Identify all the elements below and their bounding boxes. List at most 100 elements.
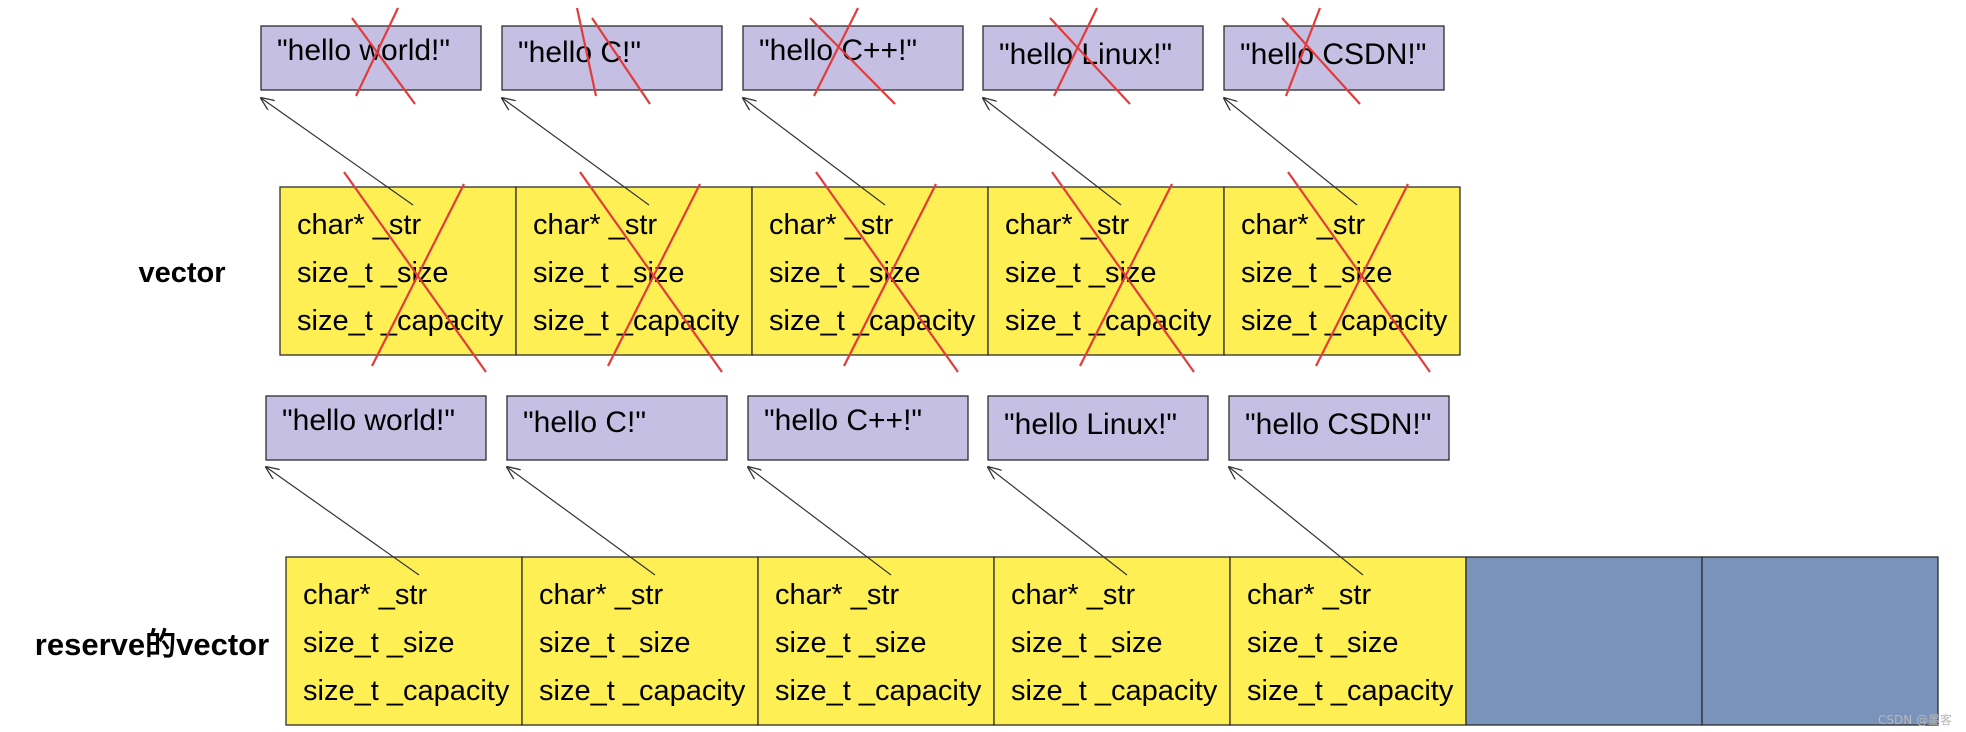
cross-stroke (591, 17, 651, 105)
cross-stroke (809, 17, 896, 105)
reserve-vector-label: reserve的vector (35, 627, 269, 662)
string-cross-out (1281, 7, 1361, 105)
cross-stroke (371, 183, 465, 367)
element-cell-rect (521, 556, 759, 726)
member-field: char* _str (533, 209, 657, 241)
top-string-box: "hello CSDN!" (1223, 25, 1445, 91)
cross-stroke (1053, 7, 1098, 97)
string-box-rect (987, 395, 1209, 461)
string-box-rect (260, 25, 482, 91)
element-cross-out (1051, 171, 1195, 373)
cross-stroke (579, 171, 723, 373)
string-literal: "hello world!" (277, 34, 450, 67)
string-literal: "hello C++!" (764, 404, 922, 437)
cross-stroke (343, 171, 487, 373)
string-literal: "hello C!" (523, 406, 646, 439)
pointer-arrow (261, 98, 414, 206)
string-box-rect (1228, 395, 1450, 461)
member-field: char* _str (539, 579, 663, 611)
member-field: size_t _capacity (775, 675, 982, 707)
string-literal: "hello Linux!" (999, 38, 1172, 71)
pointer-arrow (1224, 98, 1358, 206)
cross-stroke (1049, 17, 1131, 105)
member-field: size_t _capacity (303, 675, 510, 707)
cross-stroke (843, 183, 937, 367)
element-cell-rect (751, 186, 989, 356)
member-field: char* _str (775, 579, 899, 611)
string-cross-out (1049, 7, 1131, 105)
member-field: size_t _size (1011, 627, 1163, 659)
cross-stroke (1287, 171, 1431, 373)
reserve-element-cell: char* _str size_t _size size_t _capacity (993, 556, 1231, 726)
string-literal: "hello C++!" (759, 34, 917, 67)
string-box-rect (1223, 25, 1445, 91)
member-field: char* _str (769, 209, 893, 241)
bottom-string-box: "hello C++!" (747, 395, 969, 461)
string-box-rect (265, 395, 487, 461)
reserved-empty-slot (1465, 556, 1703, 726)
pointer-arrow (266, 467, 420, 576)
cross-stroke (575, 7, 598, 97)
element-cell-rect (1223, 186, 1461, 356)
member-field: char* _str (1011, 579, 1135, 611)
watermark: CSDN @墨客 (1877, 713, 1952, 727)
top-string-box: "hello C++!" (742, 25, 964, 91)
element-cell-rect (993, 556, 1231, 726)
bottom-string-box: "hello C!" (506, 395, 728, 461)
cross-stroke (355, 7, 399, 97)
string-box-rect (747, 395, 969, 461)
top-string-box: "hello Linux!" (982, 25, 1204, 91)
bottom-string-box: "hello world!" (265, 395, 487, 461)
string-literal: "hello Linux!" (1004, 408, 1177, 441)
element-cross-out (1287, 171, 1431, 373)
element-cell-rect (757, 556, 995, 726)
member-field: size_t _capacity (1247, 675, 1454, 707)
member-field: size_t _size (1247, 627, 1399, 659)
cross-stroke (351, 17, 416, 105)
element-cell-rect (1229, 556, 1467, 726)
top-string-box: "hello C!" (501, 25, 723, 91)
pointer-arrow (507, 467, 656, 576)
top-string-box: "hello world!" (260, 25, 482, 91)
cross-stroke (1079, 183, 1173, 367)
cross-out-marks (343, 7, 1431, 373)
member-field: size_t _size (303, 627, 455, 659)
element-cross-out (343, 171, 487, 373)
pointer-arrow (748, 467, 892, 576)
member-field: size_t _size (539, 627, 691, 659)
string-literal: "hello CSDN!" (1240, 38, 1426, 71)
pointer-arrow (1229, 467, 1364, 576)
string-box-rect (982, 25, 1204, 91)
element-cross-out (579, 171, 723, 373)
pointer-arrow (988, 467, 1128, 576)
element-cross-out (815, 171, 959, 373)
pointer-arrow (502, 98, 650, 206)
reserve-element-cell: char* _str size_t _size size_t _capacity (521, 556, 759, 726)
cross-stroke (1315, 183, 1409, 367)
member-field: size_t _capacity (1011, 675, 1218, 707)
cross-stroke (1281, 17, 1361, 105)
string-literal: "hello world!" (282, 404, 455, 437)
string-box-rect (506, 395, 728, 461)
element-cell-rect (279, 186, 517, 356)
cross-stroke (1284, 7, 1322, 97)
bottom-string-box: "hello Linux!" (987, 395, 1209, 461)
top-string-boxes: "hello world!" "hello C!" "hello C++!" "hel… (260, 25, 1445, 91)
bottom-string-boxes: "hello world!" "hello C!" "hello C++!" "hel… (265, 395, 1450, 461)
member-field: size_t _capacity (539, 675, 746, 707)
reserve-vector-elements: char* _str size_t _size size_t _capacity ch… (285, 556, 1939, 726)
member-field: char* _str (1005, 209, 1129, 241)
cross-stroke (607, 183, 701, 367)
string-box-rect (501, 25, 723, 91)
vector-label: vector (138, 257, 225, 289)
string-literal: "hello C!" (518, 36, 641, 69)
